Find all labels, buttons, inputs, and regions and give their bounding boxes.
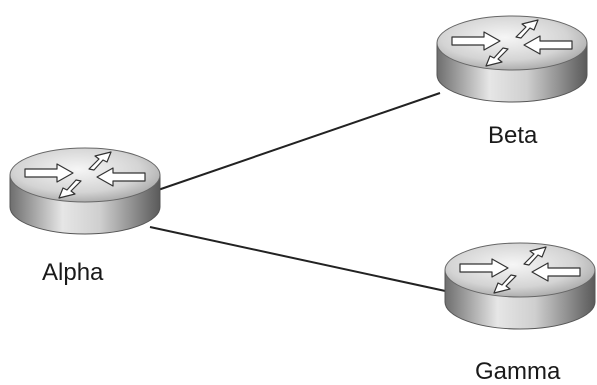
router-label-alpha: Alpha — [42, 259, 104, 286]
router-label-beta: Beta — [488, 122, 538, 149]
router-alpha — [9, 147, 161, 235]
router-icon — [444, 242, 596, 330]
link-alpha-gamma — [149, 226, 451, 293]
link-alpha-beta — [157, 92, 441, 191]
router-beta — [436, 15, 588, 103]
router-gamma — [444, 242, 596, 330]
router-icon — [9, 147, 161, 235]
router-label-gamma: Gamma — [475, 358, 561, 385]
router-icon — [436, 15, 588, 103]
